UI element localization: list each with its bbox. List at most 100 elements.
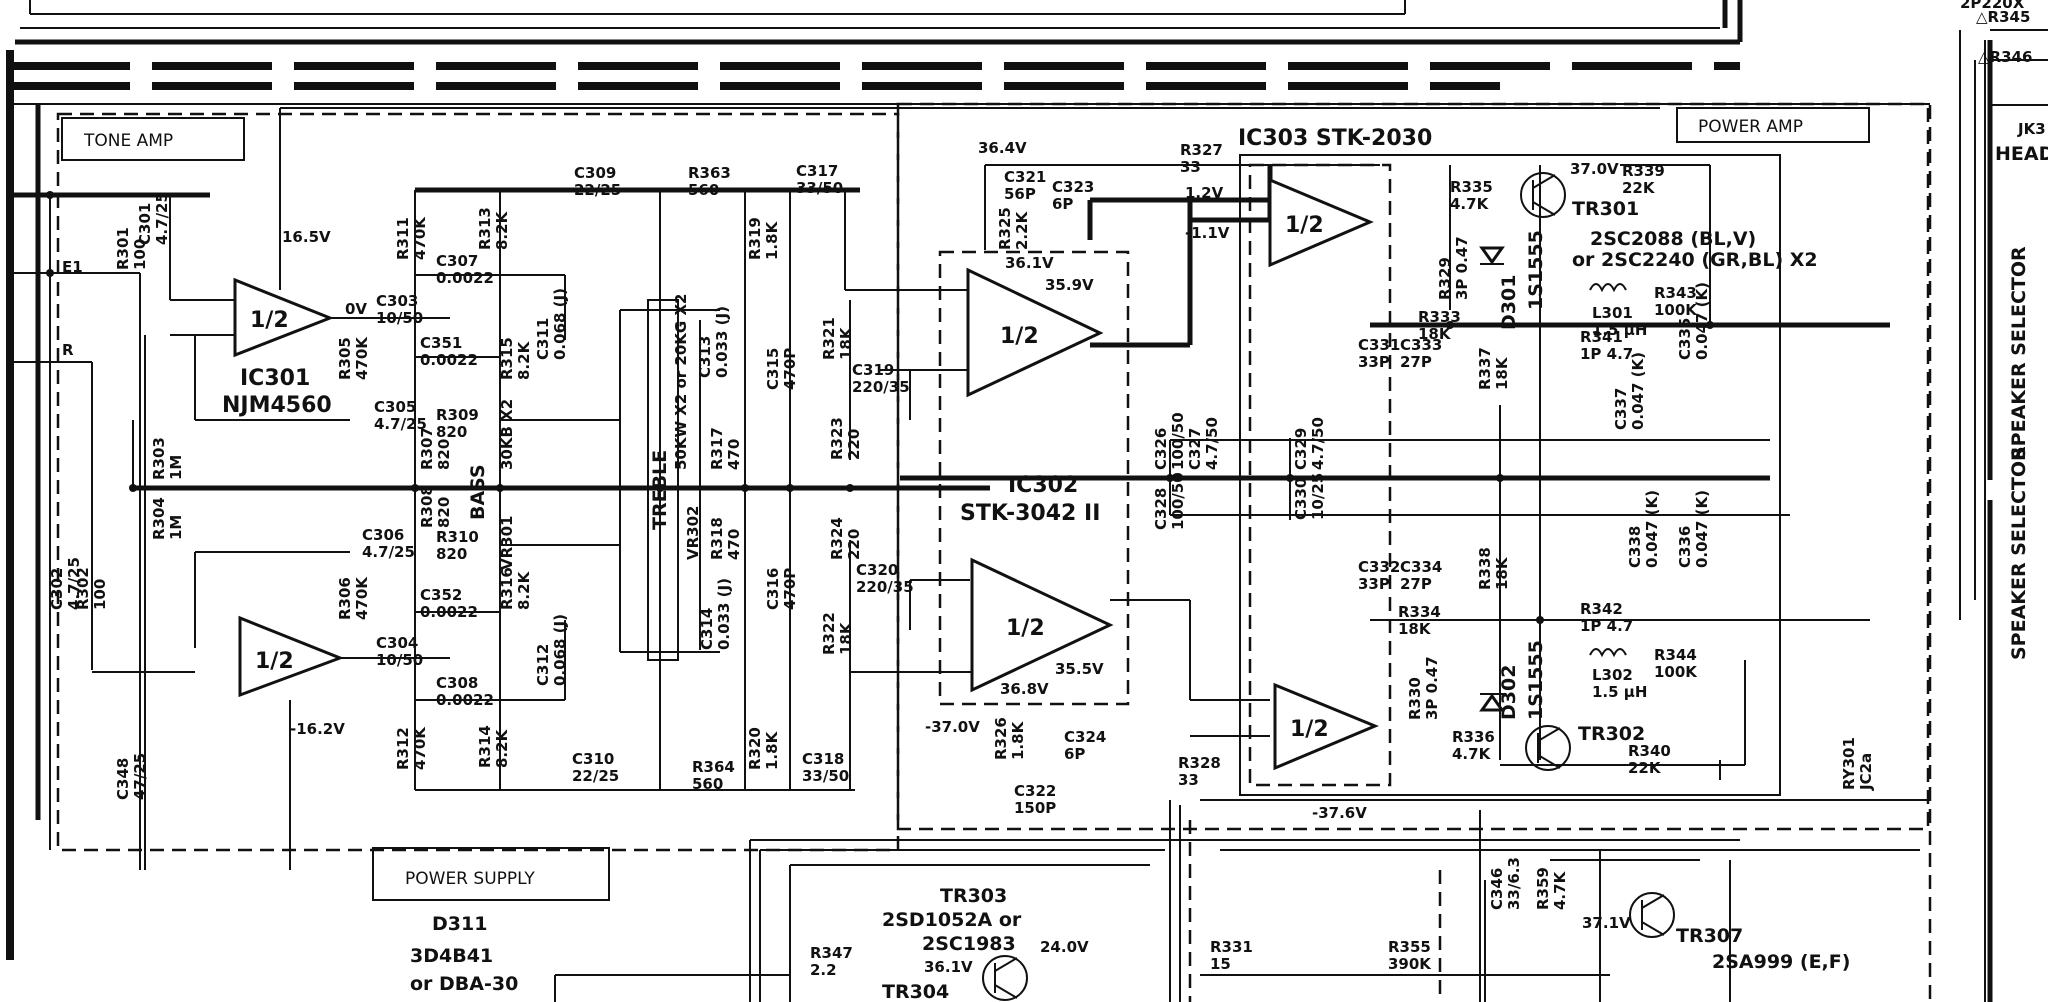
component-c314: C3140.033 (J) xyxy=(698,578,733,650)
component-r304: R3041M xyxy=(150,497,185,540)
d302-part: 1S1555 xyxy=(1525,640,1547,720)
component-r337: R33718K xyxy=(1476,347,1511,390)
label-jk3: JK3 xyxy=(2017,120,2046,138)
tone-amp-section: TONE AMP xyxy=(56,112,900,852)
component-r319: R3191.8K xyxy=(746,217,781,260)
power-amp-section: POWER AMP xyxy=(896,102,1930,831)
ic303-upper-half: 1/2 xyxy=(1285,213,1324,238)
v-35-5: 35.5V xyxy=(1055,660,1104,678)
bass-label: BASS xyxy=(467,464,489,520)
component-c329: C3294.7/50 xyxy=(1292,417,1327,470)
wiring xyxy=(10,29,2048,1002)
tr301-alt: or 2SC2240 (GR,BL) X2 xyxy=(1572,249,1818,271)
component-r306: R306470K xyxy=(336,576,371,620)
v-37-1: 37.1V xyxy=(1582,914,1631,932)
component-r324: R324220 xyxy=(828,517,863,560)
component-c338: C3380.047 (K) xyxy=(1626,490,1661,568)
ic301-lower-half: 1/2 xyxy=(255,649,294,674)
tr303-symbol xyxy=(982,955,1028,1001)
component-c337: C3370.047 (K) xyxy=(1612,352,1647,430)
component-c301: C3014.7/25 xyxy=(136,192,171,245)
ic303-lower-half: 1/2 xyxy=(1290,717,1329,742)
component-c346: C34633/6.3 xyxy=(1488,857,1523,910)
component-c335: C3350.047 (K) xyxy=(1676,282,1711,360)
ic301-upper: 1/2 xyxy=(233,277,335,358)
ic302-upper-half: 1/2 xyxy=(1000,324,1039,349)
bass-control: BASS VR301 30KB X2 xyxy=(467,399,516,570)
component-r307: R307820 xyxy=(418,427,453,470)
vr302-label: VR302 xyxy=(684,506,702,560)
v-neg16-2: -16.2V xyxy=(290,720,345,738)
component-r317: R317470 xyxy=(708,427,743,470)
tr303-ref: TR303 xyxy=(940,885,1007,907)
ic302-ref: IC302 xyxy=(1008,473,1078,498)
component-r329: R3293P 0.47 xyxy=(1436,236,1471,300)
component-c330: C33010/25 xyxy=(1292,473,1327,520)
junctions xyxy=(46,191,1714,624)
component-ry301: RY301JC2a xyxy=(1840,737,1875,791)
ic302-lower: 1/2 xyxy=(970,557,1114,693)
power-supply-section: POWER SUPPLY xyxy=(372,847,610,901)
v-35-9: 35.9V xyxy=(1045,276,1094,294)
v-36-4: 36.4V xyxy=(978,139,1027,157)
tr307-part: 2SA999 (E,F) xyxy=(1712,951,1850,973)
ic302-upper: 1/2 xyxy=(966,267,1104,398)
component-r318: R318470 xyxy=(708,517,743,560)
tr307-ref: TR307 xyxy=(1676,925,1743,947)
component-r325: R3252.2K xyxy=(996,207,1031,250)
component-r321: R32118K xyxy=(820,317,855,360)
component-c316: C316470P xyxy=(764,568,799,610)
v-37-0: 37.0V xyxy=(1570,160,1619,178)
d301-part: 1S1555 xyxy=(1525,230,1547,310)
tr302-symbol xyxy=(1525,725,1571,771)
component-c315: C315470P xyxy=(764,348,799,390)
component-r338: R33818K xyxy=(1476,547,1511,590)
component-r312: R312470K xyxy=(394,726,429,770)
d311-ref: D311 xyxy=(432,913,487,935)
v-neg37-0: -37.0V xyxy=(925,718,980,736)
power-amp-label: POWER AMP xyxy=(1698,117,1803,137)
tr301-ref: TR301 xyxy=(1572,198,1639,220)
component-labels: C3014.7/25R301100C3024.7/25R302100R3031M… xyxy=(48,141,1875,979)
speaker-selector-upper: SPEAKER SELECTOR xyxy=(2008,246,2030,460)
v-24-0: 24.0V xyxy=(1040,938,1089,956)
tone-amp-label: TONE AMP xyxy=(83,131,173,151)
ic301-lower: 1/2 xyxy=(238,615,345,698)
component-c313: C3130.033 (J) xyxy=(696,306,731,378)
l302-symbol xyxy=(1589,648,1627,658)
d302-symbol xyxy=(1479,693,1505,712)
ic303-lower: 1/2 xyxy=(1273,682,1379,771)
component-c312: C3120.068 (J) xyxy=(534,614,569,686)
ic301-part: NJM4560 xyxy=(222,393,332,418)
component-c328: C328100/50 xyxy=(1152,472,1187,530)
ic301-upper-half: 1/2 xyxy=(250,308,289,333)
label-2p220x: 2P220X xyxy=(1960,0,2025,12)
component-r311: R311470K xyxy=(394,216,429,260)
component-r308: R308820 xyxy=(418,485,453,528)
component-r305: R305470K xyxy=(336,336,371,380)
ic303-upper: 1/2 xyxy=(1268,177,1374,268)
d311-alt: or DBA-30 xyxy=(410,973,518,995)
ic303-ref: IC303 STK-2030 xyxy=(1238,126,1432,151)
component-r323: R323220 xyxy=(828,417,863,460)
component-r330: R3303P 0.47 xyxy=(1406,656,1441,720)
